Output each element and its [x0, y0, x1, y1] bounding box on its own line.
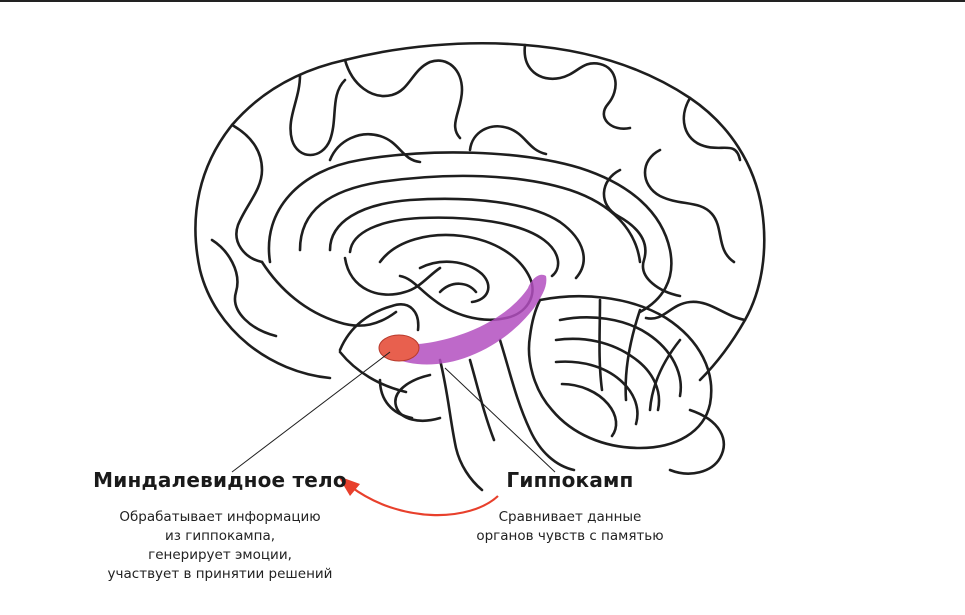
gyri-fold: [644, 300, 747, 322]
gyri-fold: [210, 238, 278, 338]
cerebellum-folia: [558, 316, 683, 398]
brainstem-detail: [468, 358, 496, 442]
gyri-fold: [523, 43, 632, 130]
gyri-fold: [602, 168, 682, 298]
thalamus-detail: [418, 260, 490, 304]
amygdala-description-line: генерирует эмоции,: [148, 547, 292, 563]
hippocampus-description: Сравнивает данные органов чувств с памят…: [455, 508, 685, 546]
gyri-fold: [289, 73, 347, 157]
amygdala-leader-line: [231, 351, 391, 473]
amygdala-description-line: из гиппокампа,: [164, 528, 276, 544]
gyri-fold: [230, 123, 264, 264]
cortex-outline: [194, 41, 766, 382]
cingulate-gyrus: [267, 151, 673, 314]
gyri-fold: [682, 96, 742, 162]
thalamus-detail: [438, 282, 478, 294]
hypothalamus: [338, 303, 420, 352]
cerebellum-folia: [554, 337, 661, 412]
amygdala-description-line: участвует в принятии решений: [107, 566, 333, 582]
cerebellum-folia: [560, 382, 618, 438]
cerebellum: [527, 294, 713, 450]
gyri-fold: [328, 133, 422, 164]
amygdala-description-line: Обрабатывает информацию: [119, 509, 321, 525]
cerebellum-folia: [648, 338, 682, 412]
relation-arrow: [349, 485, 499, 517]
gyri-fold: [260, 260, 398, 327]
cingulate-sulcus: [298, 174, 642, 264]
temporal-lobe: [338, 350, 408, 394]
hippocampus-description-line: органов чувств с памятью: [476, 528, 664, 544]
corpus-callosum: [328, 197, 585, 280]
hippocampus-leader-line: [444, 367, 556, 473]
corpus-callosum-inner: [348, 216, 560, 278]
temporal-lobe: [378, 378, 414, 420]
cerebellum-folia: [624, 308, 642, 402]
thalamus: [378, 233, 534, 322]
top-border: [0, 0, 965, 2]
cerebellum-lower: [668, 408, 726, 475]
hippocampus-description-line: Сравнивает данные: [498, 509, 642, 525]
amygdala-title: Миндалевидное тело: [93, 468, 347, 492]
pons: [394, 373, 442, 422]
hippocampus-title: Гиппокамп: [506, 468, 634, 492]
amygdala-highlight: [378, 334, 420, 362]
gyri-fold: [468, 125, 548, 156]
cerebellum-folia: [554, 360, 639, 426]
gyri-fold: [643, 148, 736, 264]
fornix: [343, 256, 442, 296]
brainstem: [438, 358, 484, 492]
brain-outline: [194, 41, 766, 492]
cerebellum-folia: [598, 298, 604, 392]
gyri-fold: [343, 58, 464, 140]
relation-arrowhead: [338, 476, 360, 496]
brainstem: [498, 338, 576, 472]
amygdala-description: Обрабатывает информацию из гиппокампа, г…: [70, 508, 370, 584]
